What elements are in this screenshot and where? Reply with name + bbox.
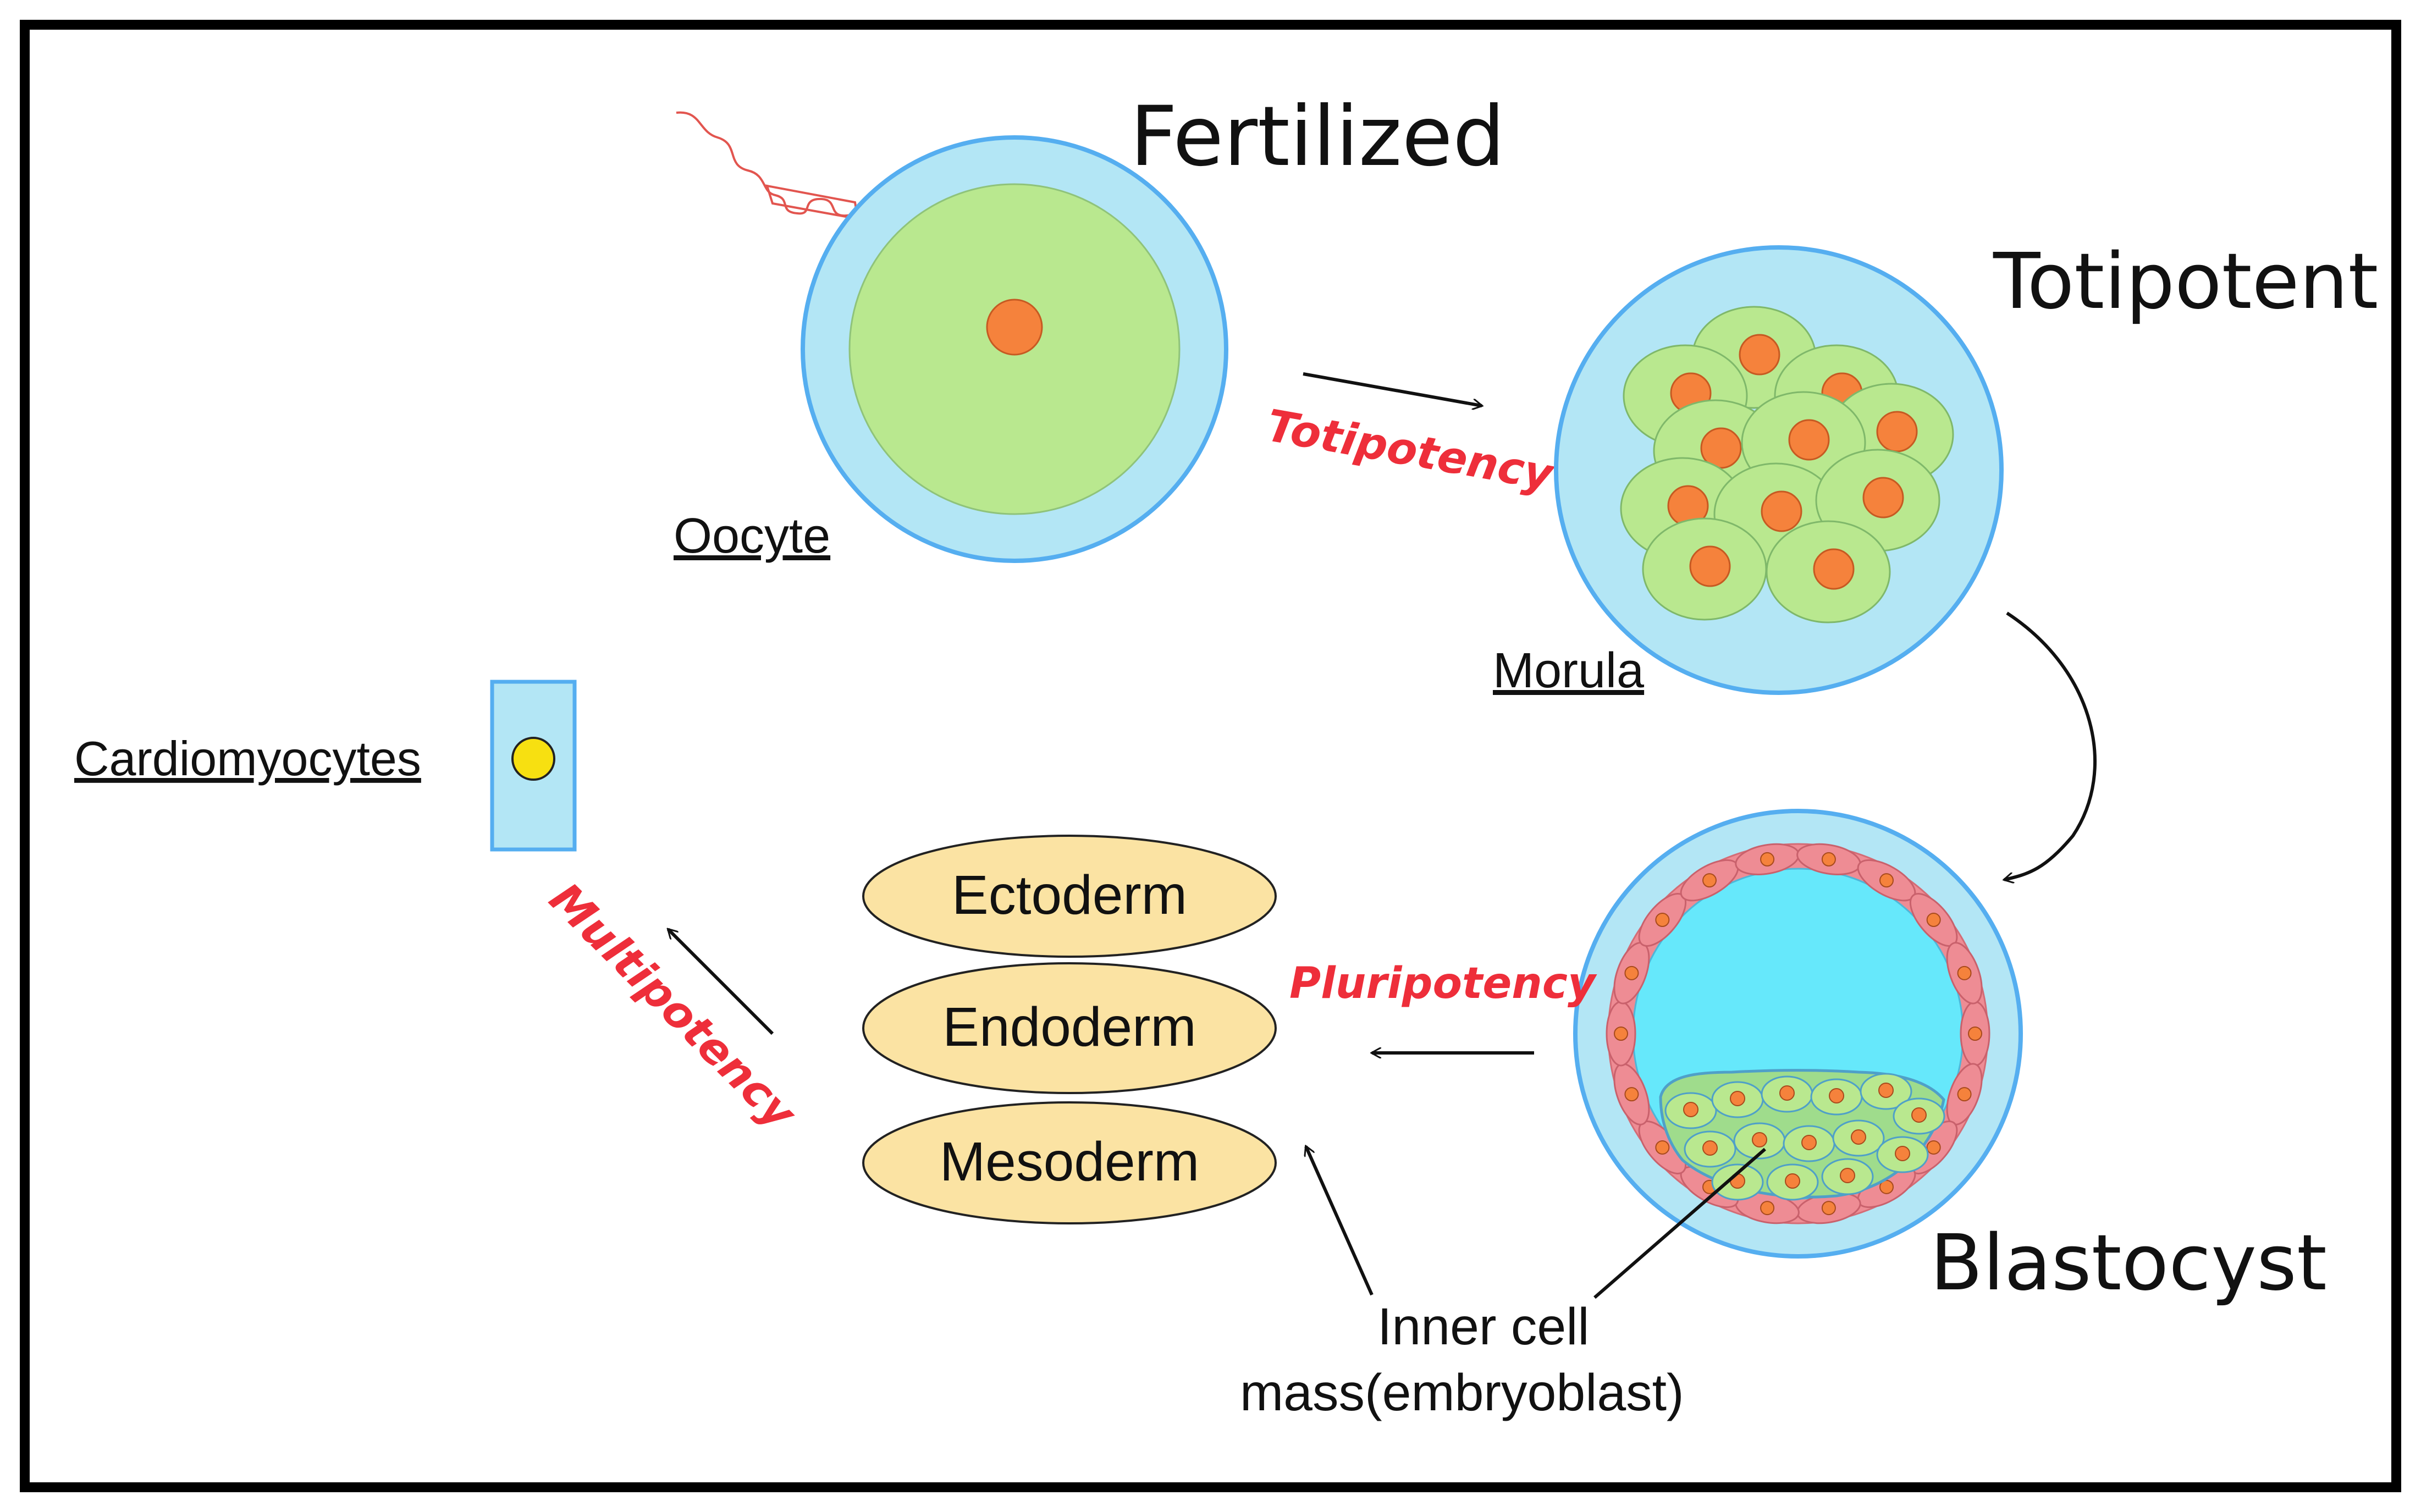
cell-label-morula: Morula bbox=[1493, 643, 1645, 698]
germ-layer-mesoderm-shape bbox=[862, 1101, 1277, 1224]
trophoblast-cell bbox=[1613, 942, 1650, 1005]
inner-cell bbox=[1664, 1092, 1717, 1129]
blastomere bbox=[1766, 520, 1891, 623]
inner-cell bbox=[1783, 1125, 1835, 1162]
blastocyst-cell bbox=[1573, 809, 2023, 1259]
inner-cell bbox=[1766, 1163, 1819, 1201]
inner-cell bbox=[1684, 1130, 1736, 1168]
arrow-inner-cell-to-mesoderm bbox=[1306, 1146, 1374, 1296]
stage-label-totipotent: Totipotent bbox=[1993, 237, 2378, 327]
inner-cell bbox=[1860, 1073, 1912, 1110]
germ-layer-ectoderm: Ectoderm bbox=[862, 835, 1277, 958]
germ-layer-endoderm-label: Endoderm bbox=[942, 996, 1196, 1058]
inner-cell bbox=[1832, 1119, 1885, 1157]
inner-cell bbox=[1893, 1097, 1945, 1135]
oocyte-nucleus bbox=[986, 299, 1043, 356]
arrow-to-morula bbox=[1303, 372, 1482, 406]
inner-cell-mass-pointer bbox=[1593, 1147, 1766, 1299]
inner-cell bbox=[1761, 1075, 1813, 1113]
inner-cell bbox=[1821, 1158, 1874, 1195]
inner-cell-mass-label-line1: Inner cell bbox=[1377, 1298, 1589, 1356]
trophoblast-cell bbox=[1946, 942, 1983, 1005]
blastomere bbox=[1642, 517, 1767, 621]
potency-label-pluripotency: Pluripotency bbox=[1289, 959, 1597, 1008]
inner-cell bbox=[1876, 1136, 1929, 1173]
stage-label-blastocyst: Blastocyst bbox=[1930, 1218, 2327, 1308]
oocyte-cell bbox=[676, 111, 1228, 563]
sperm-tail bbox=[676, 111, 872, 217]
morula-blastomeres bbox=[1620, 306, 1954, 623]
germ-layer-ectoderm-shape bbox=[862, 835, 1277, 958]
trophoblast-cell bbox=[1606, 1001, 1636, 1067]
inner-cell bbox=[1810, 1078, 1863, 1116]
arrow-to-blastocyst bbox=[2004, 611, 2097, 880]
germ-layer-mesoderm-label: Mesoderm bbox=[940, 1131, 1199, 1193]
cell-label-oocyte: Oocyte bbox=[674, 509, 830, 564]
germ-layer-mesoderm: Mesoderm bbox=[862, 1101, 1277, 1224]
trophoblast-cell bbox=[1960, 1001, 1990, 1067]
inner-cell-mass-label-line2: mass(embryoblast) bbox=[1240, 1364, 1684, 1422]
arrow-to-cardiomyocytes bbox=[668, 929, 774, 1035]
trophoblast-cell bbox=[1735, 843, 1800, 875]
inner-cell bbox=[1711, 1163, 1764, 1201]
cardiomyocyte-body bbox=[490, 680, 577, 852]
inner-cell-mass-cells bbox=[1664, 1073, 1945, 1201]
cardiomyocyte-cell bbox=[490, 680, 577, 852]
germ-layer-endoderm-shape bbox=[862, 962, 1277, 1094]
morula-cell bbox=[1554, 245, 2004, 695]
stage-label-fertilized: Fertilized bbox=[1130, 89, 1505, 185]
cell-label-cardiomyocytes: Cardiomyocytes bbox=[74, 731, 421, 786]
germ-layer-ectoderm-label: Ectoderm bbox=[952, 864, 1187, 926]
inner-cell bbox=[1711, 1081, 1764, 1118]
trophoblast-cell bbox=[1613, 1063, 1650, 1125]
germ-layer-endoderm: Endoderm bbox=[862, 962, 1277, 1094]
cardiomyocyte-nucleus bbox=[511, 737, 555, 781]
